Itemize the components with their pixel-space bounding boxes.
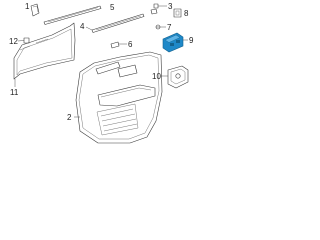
part-12-clip[interactable] — [17, 37, 30, 44]
callout-6: 6 — [128, 40, 133, 49]
part-10-inside-handle[interactable] — [161, 65, 189, 89]
callout-3: 3 — [168, 2, 173, 11]
callout-12: 12 — [9, 37, 18, 46]
callout-9: 9 — [189, 36, 194, 45]
part-6-clip[interactable] — [110, 41, 127, 49]
callout-7: 7 — [167, 23, 172, 32]
part-9-window-switch[interactable] — [162, 32, 188, 53]
part-2-door-trim-panel[interactable] — [74, 51, 163, 144]
part-11-weatherstrip[interactable] — [13, 22, 76, 87]
part-8-bracket[interactable] — [173, 8, 182, 18]
callout-10: 10 — [152, 72, 161, 81]
callout-5: 5 — [110, 3, 115, 12]
part-1-corner-garnish[interactable] — [30, 3, 40, 17]
part-4-inner-garnish[interactable] — [85, 13, 145, 33]
part-5-belt-weatherstrip[interactable] — [43, 5, 102, 25]
callout-8: 8 — [184, 9, 189, 18]
part-3-fastener[interactable] — [150, 3, 167, 15]
callout-2: 2 — [67, 113, 72, 122]
callout-11: 11 — [10, 88, 19, 97]
part-7-screw[interactable] — [155, 24, 166, 30]
callout-1: 1 — [25, 2, 30, 11]
door-trim-parts-diagram: 1 2 3 4 5 6 7 8 9 10 11 12 — [9, 2, 194, 144]
callout-4: 4 — [80, 22, 85, 31]
